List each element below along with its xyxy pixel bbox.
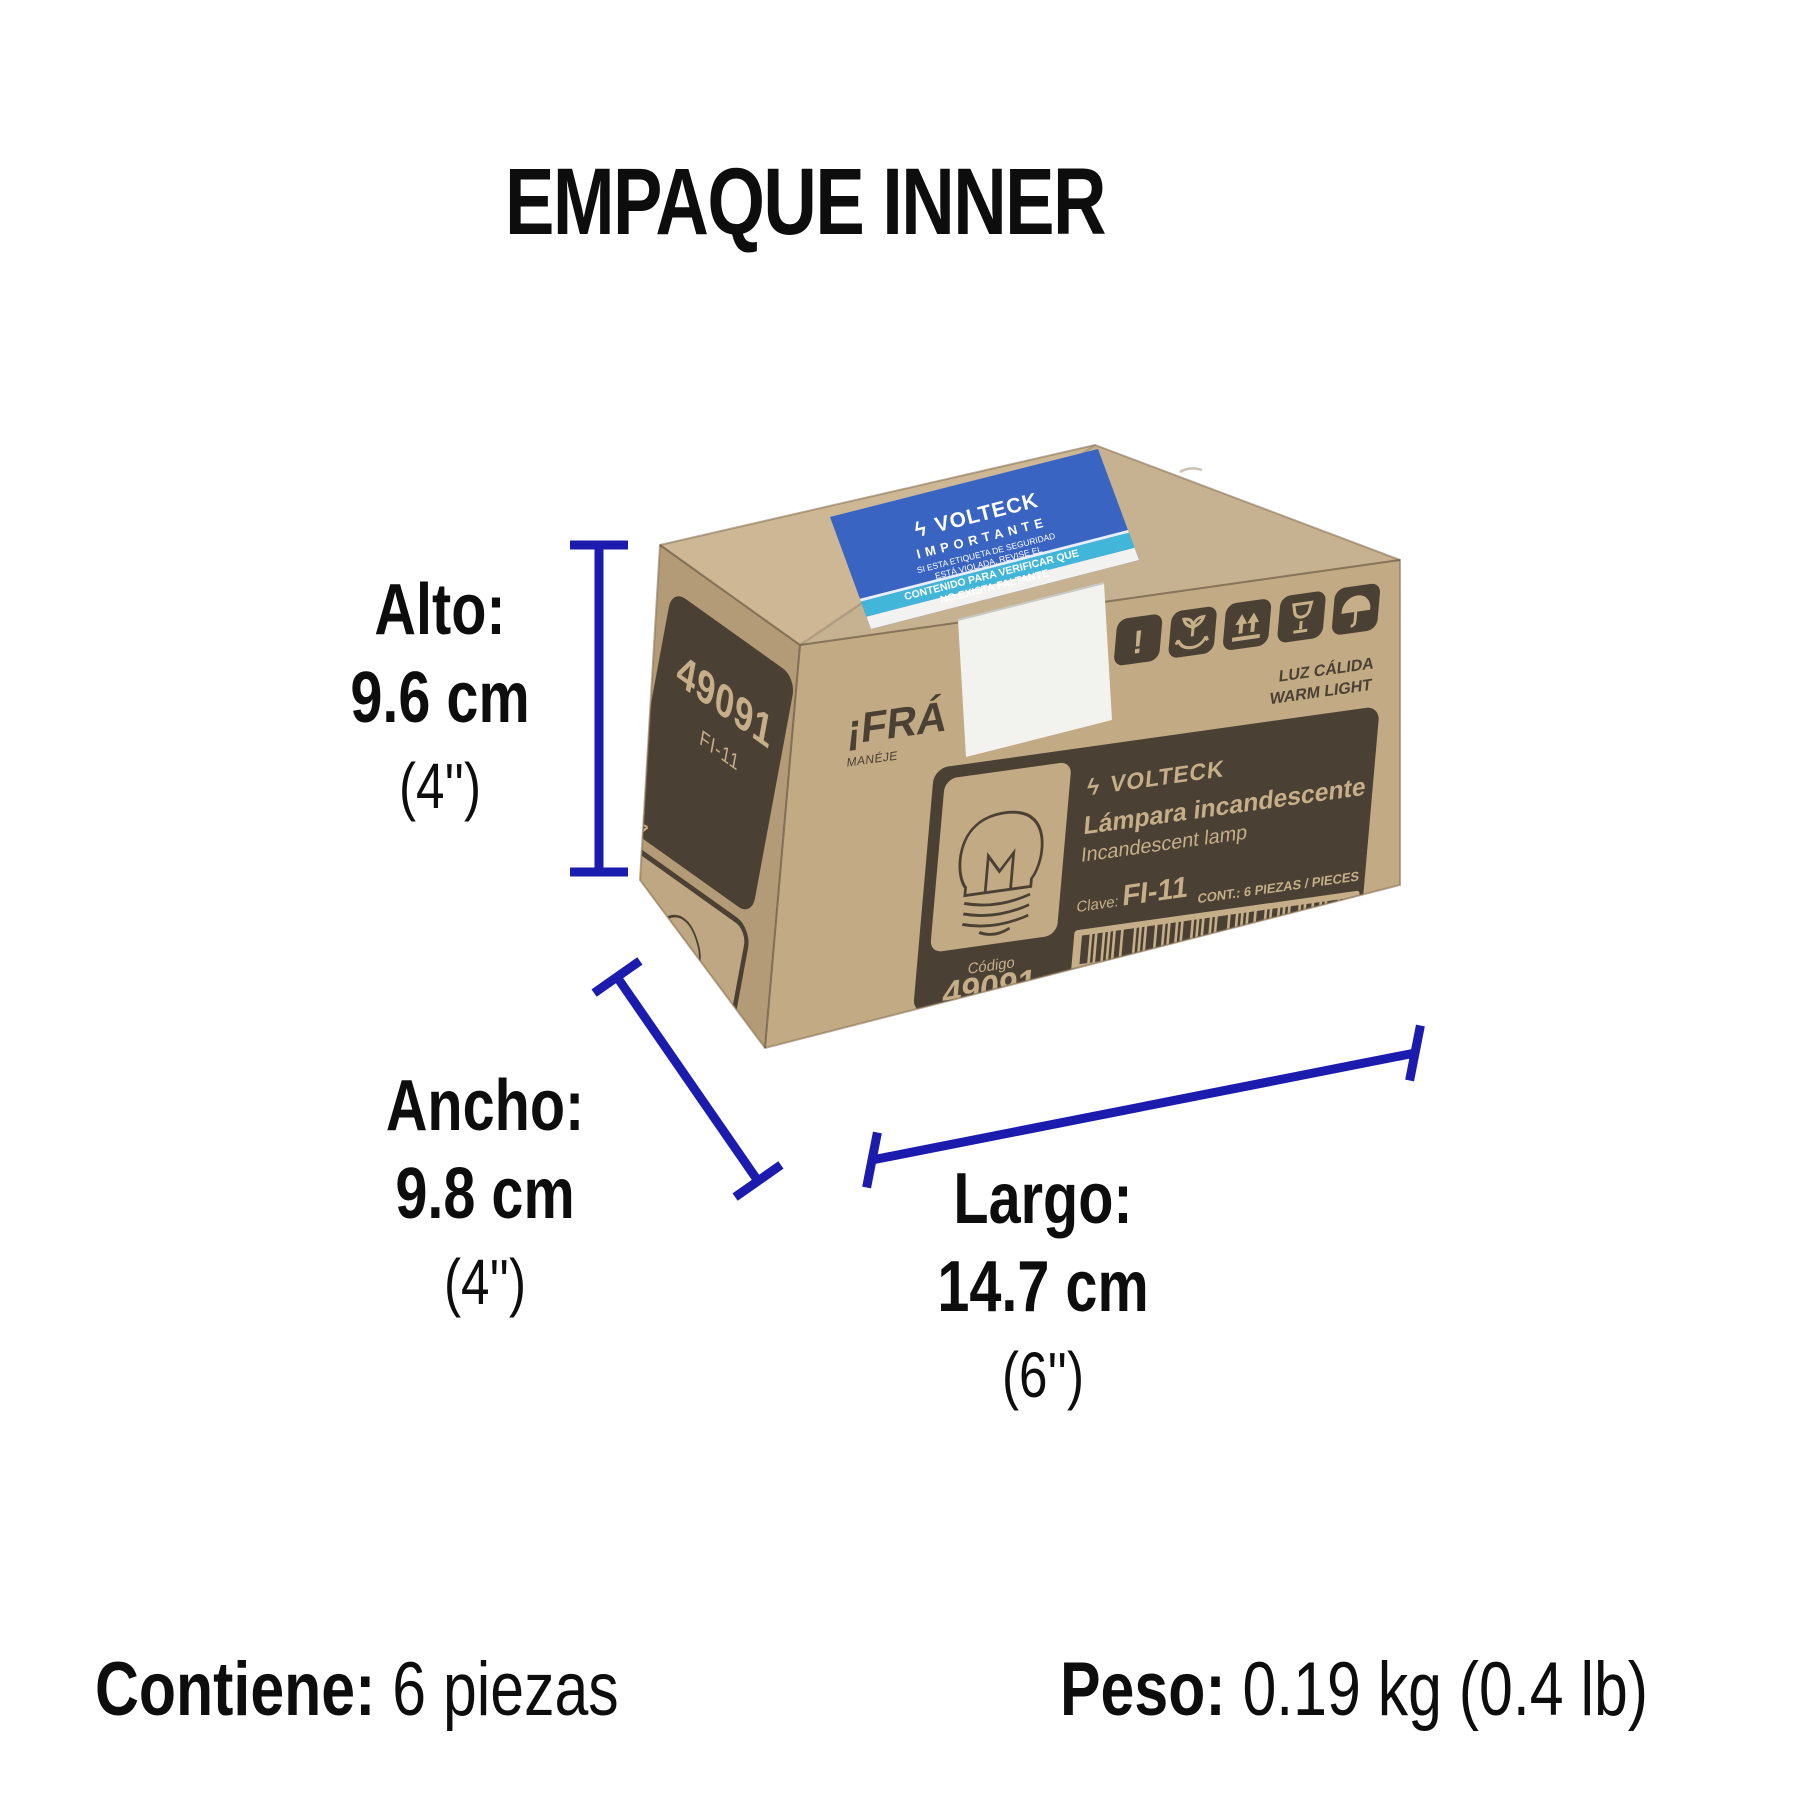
dimension-lines — [570, 540, 1425, 1201]
alto-metric: 9.6 cm — [350, 658, 530, 738]
bulb-icon — [958, 810, 1044, 936]
ancho-label: Ancho: 9.8 cm (4'') — [325, 1062, 645, 1326]
handling-icons-row: ! — [1114, 583, 1380, 666]
codigo-label: Código — [967, 954, 1016, 978]
sticker-bottom-band — [866, 547, 1139, 629]
exclamation-icon: ! — [1114, 614, 1163, 666]
alto-title: Alto: — [374, 570, 506, 650]
ancho-metric: 9.8 cm — [395, 1154, 575, 1234]
sticker-blue-area — [830, 449, 1139, 629]
bolt-icon: ϟ — [1086, 773, 1101, 801]
alto-imperial: (4'') — [398, 750, 482, 822]
sticker-cyan-stripe — [861, 532, 1135, 617]
contains-label: Contiene: — [95, 1647, 376, 1732]
sticker-fold-line — [957, 582, 1105, 621]
clave-label: Clave: — [1076, 893, 1120, 916]
weight-info: Peso: 0.19 kg (0.4 lb) — [1060, 1646, 1648, 1733]
largo-imperial: (6'') — [1001, 1339, 1085, 1411]
contains-value: 6 piezas — [375, 1647, 619, 1732]
largo-title: Largo: — [953, 1159, 1133, 1239]
sticker-front-tail — [958, 583, 1112, 757]
ancho-dimension-line — [591, 957, 784, 1201]
alto-label: Alto: 9.6 cm (4'') — [280, 566, 600, 830]
this-way-up-icon — [1223, 599, 1272, 650]
ancho-imperial: (4'') — [443, 1246, 527, 1318]
security-sticker: ϟ VOLTECK IMPORTANTE SI ESTA ETIQUETA DE… — [830, 449, 1139, 757]
box-outline — [638, 443, 1401, 1050]
svg-text:!: ! — [1131, 623, 1145, 661]
largo-metric: 14.7 cm — [937, 1247, 1149, 1327]
weight-label: Peso: — [1059, 1647, 1226, 1732]
sticker-white-stripe — [859, 530, 1129, 602]
page-title: EMPAQUE INNER — [504, 149, 1107, 255]
side-dark-panel — [640, 596, 794, 910]
eco-plant-icon — [1168, 606, 1217, 658]
handle-text: MANÉJE — [846, 747, 898, 769]
keep-dry-umbrella-icon — [1332, 583, 1380, 635]
fragile-glass-icon — [1277, 591, 1326, 643]
weight-value: 0.19 kg (0.4 lb) — [1225, 1647, 1648, 1732]
contains-info: Contiene: 6 piezas — [95, 1646, 619, 1733]
ancho-title: Ancho: — [385, 1066, 585, 1146]
largo-dimension-line — [862, 1024, 1425, 1189]
largo-label: Largo: 14.7 cm (6'') — [883, 1155, 1203, 1419]
alto-dimension-line — [570, 540, 628, 877]
